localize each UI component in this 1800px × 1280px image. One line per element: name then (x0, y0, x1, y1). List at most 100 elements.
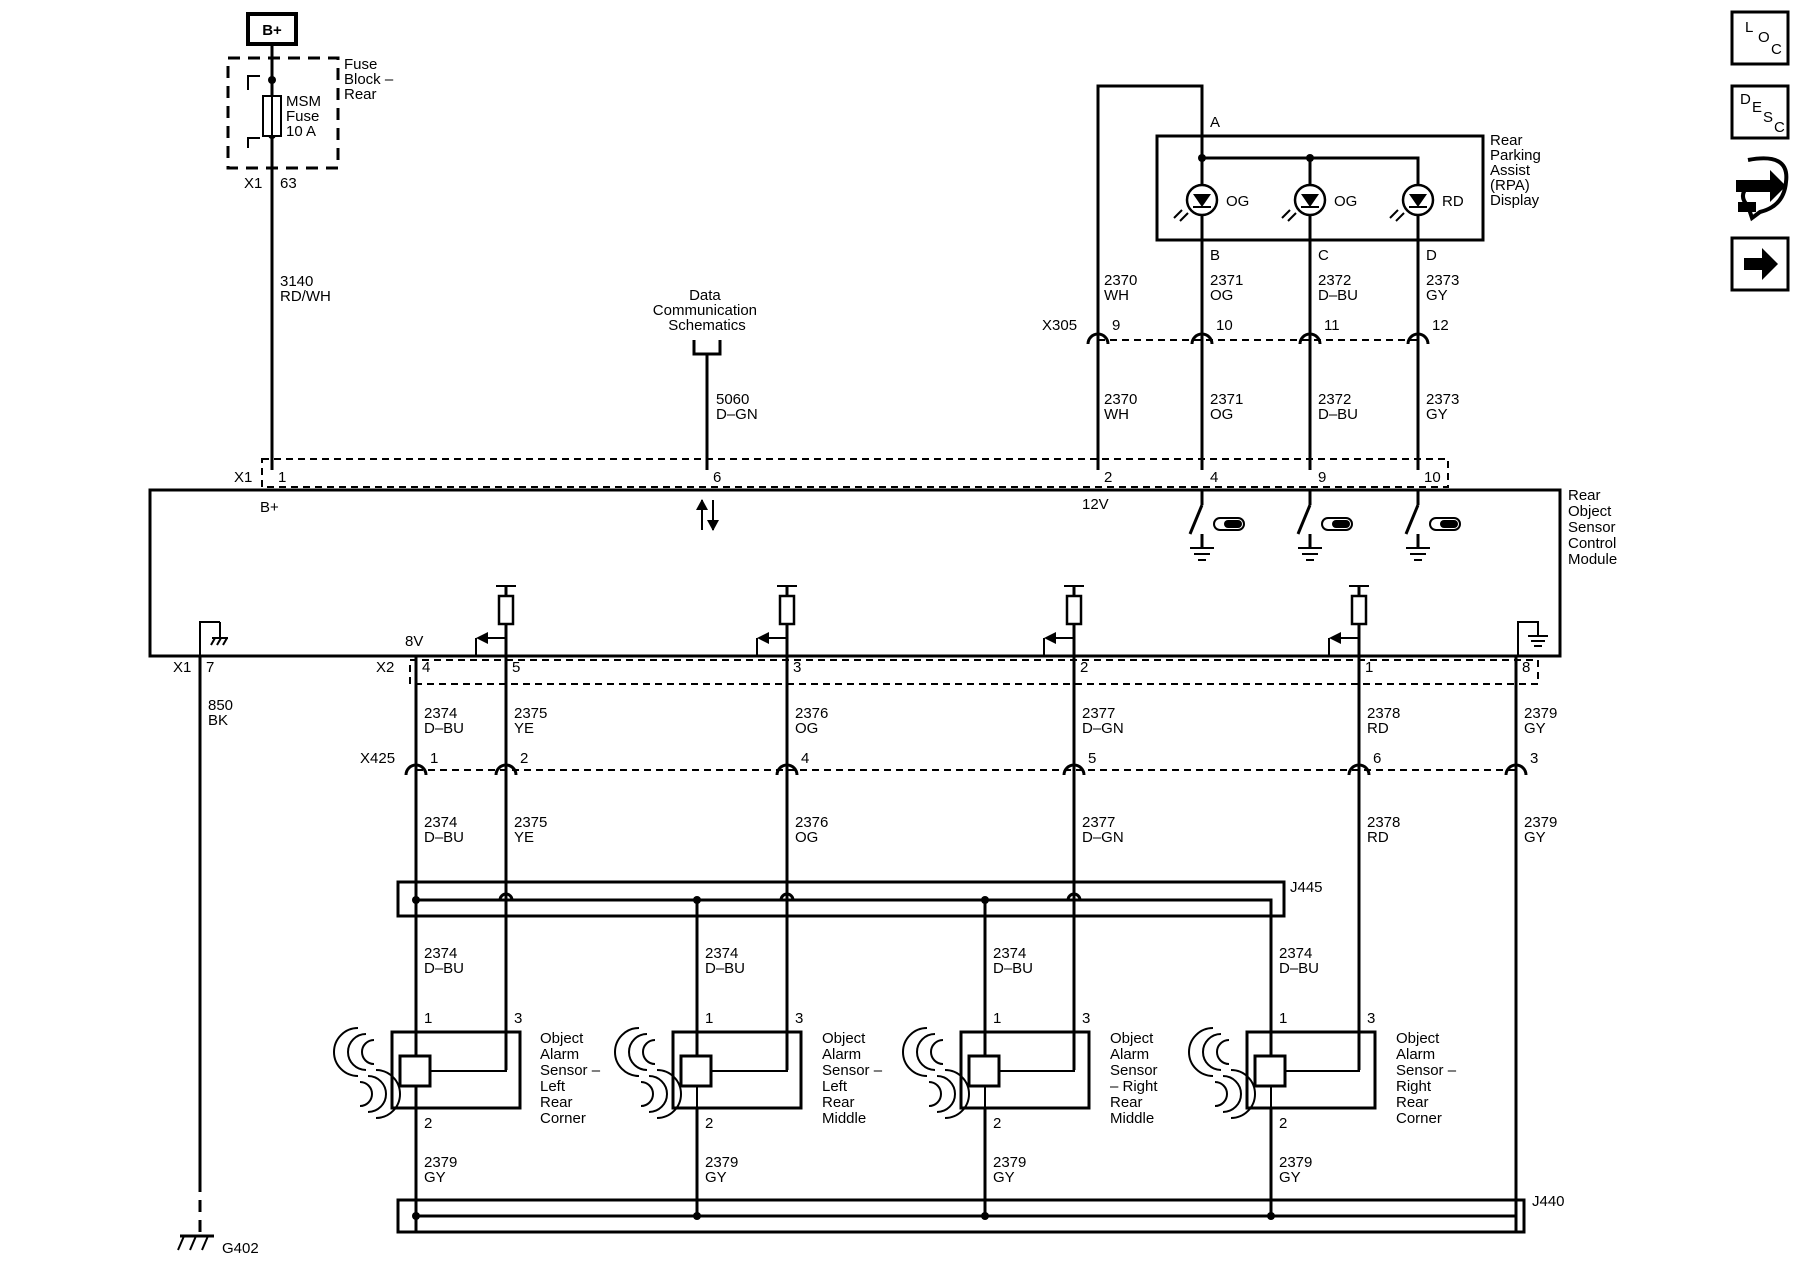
sensor-left-rear-corner: 2374 D–BU 1 3 2 2379 GY Object Alarm (333, 916, 601, 1216)
svg-text:4: 4 (1210, 469, 1218, 486)
svg-text:C: C (1771, 41, 1782, 58)
ultrasonic-wave-icon (333, 1027, 401, 1119)
fuse-block-name: Fuse Block – Rear (344, 56, 397, 103)
svg-text:2379: 2379 (1524, 705, 1557, 722)
svg-text:2: 2 (1104, 469, 1112, 486)
svg-text:1: 1 (430, 750, 438, 767)
svg-text:3: 3 (1530, 750, 1538, 767)
svg-text:X1: X1 (173, 659, 191, 676)
svg-text:GY: GY (1279, 1169, 1301, 1186)
splice-j445: J445 (396, 879, 1323, 1070)
svg-text:2378: 2378 (1367, 814, 1400, 831)
svg-text:1: 1 (1279, 1010, 1287, 1027)
pullup-resistor-icon (756, 585, 797, 656)
svg-text:2372: 2372 (1318, 272, 1351, 289)
svg-text:3: 3 (1082, 1010, 1090, 1027)
data-communication-ref: Data Communication Schematics 5060 D–GN (653, 287, 761, 470)
svg-text:3: 3 (1367, 1010, 1375, 1027)
svg-text:1: 1 (993, 1010, 1001, 1027)
pullup-resistor-icon (1043, 585, 1084, 656)
svg-text:2373: 2373 (1426, 391, 1459, 408)
svg-text:C: C (1318, 247, 1329, 264)
pullup-resistor-icon (475, 585, 516, 656)
svg-text:2379: 2379 (1279, 1154, 1312, 1171)
svg-text:WH: WH (1104, 287, 1129, 304)
svg-text:2376: 2376 (795, 705, 828, 722)
svg-text:2374: 2374 (424, 945, 457, 962)
svg-text:2: 2 (520, 750, 528, 767)
svg-text:11: 11 (1324, 317, 1340, 334)
desc-button[interactable]: D E S C (1730, 84, 1790, 140)
ultrasonic-wave-icon (614, 1027, 682, 1119)
rear-object-sensor-control-module: X1 1 6 2 4 9 10 B+ 12V 8V Rear Object Se… (148, 458, 1617, 685)
svg-text:D–BU: D–BU (1318, 287, 1358, 304)
rpa-display: A OG OG (1096, 84, 1541, 320)
svg-text:12V: 12V (1082, 496, 1109, 513)
svg-text:J440: J440 (1532, 1193, 1565, 1210)
svg-text:D–BU: D–BU (1318, 406, 1358, 423)
svg-text:X305: X305 (1042, 317, 1077, 334)
svg-text:C: C (1774, 119, 1785, 136)
loc-button[interactable]: L O C (1730, 10, 1790, 66)
svg-text:GY: GY (1524, 829, 1546, 846)
led-icon (1173, 183, 1219, 222)
data-comm-label: Data Communication Schematics (653, 287, 761, 334)
svg-text:2370: 2370 (1104, 272, 1137, 289)
led-icon (1281, 183, 1327, 222)
svg-text:2379: 2379 (705, 1154, 738, 1171)
svg-text:OG: OG (1210, 406, 1233, 423)
svg-text:2379: 2379 (993, 1154, 1026, 1171)
module-ground-icon (1517, 621, 1548, 656)
svg-text:OG: OG (795, 720, 818, 737)
fuse-pin: 63 (280, 175, 297, 192)
sensor-harness: 2374 D–BU 2375 YE 2376 OG 2377 D–GN 2378… (360, 656, 1565, 1234)
switch-to-ground-icon (1188, 490, 1245, 561)
svg-text:OG: OG (1226, 193, 1249, 210)
ultrasonic-wave-icon (1188, 1027, 1256, 1119)
svg-text:D–BU: D–BU (1279, 960, 1319, 977)
svg-text:GY: GY (424, 1169, 446, 1186)
svg-text:X2: X2 (376, 659, 394, 676)
svg-text:2379: 2379 (1524, 814, 1557, 831)
svg-text:B+: B+ (260, 499, 279, 516)
svg-text:1: 1 (1365, 659, 1373, 676)
svg-text:850: 850 (208, 697, 233, 714)
svg-text:7: 7 (206, 659, 214, 676)
svg-text:5: 5 (1088, 750, 1096, 767)
svg-text:2371: 2371 (1210, 272, 1243, 289)
svg-text:2374: 2374 (424, 705, 457, 722)
svg-text:3: 3 (793, 659, 801, 676)
fuse-connector-label: X1 (244, 175, 262, 192)
svg-text:RD: RD (1442, 193, 1464, 210)
svg-text:E: E (1752, 99, 1762, 116)
svg-text:D–BU: D–BU (424, 829, 464, 846)
svg-text:O: O (1758, 29, 1770, 46)
svg-text:6: 6 (713, 469, 721, 486)
svg-text:2: 2 (993, 1115, 1001, 1132)
svg-text:10: 10 (1424, 469, 1441, 486)
svg-text:D–GN: D–GN (1082, 829, 1124, 846)
svg-text:2375: 2375 (514, 814, 547, 831)
next-button[interactable] (1730, 236, 1790, 292)
svg-text:2378: 2378 (1367, 705, 1400, 722)
svg-text:D–BU: D–BU (705, 960, 745, 977)
switch-to-ground-icon (1296, 490, 1353, 561)
ground-circuit-850: 850 BK G402 (177, 656, 259, 1257)
fuse-block-rear: MSM Fuse 10 A Fuse Block – Rear X1 63 (226, 56, 397, 470)
sensor-name: Object Alarm Sensor – Right Rear Corner (1396, 1030, 1460, 1127)
led-icon (1389, 183, 1435, 222)
svg-text:YE: YE (514, 720, 534, 737)
svg-text:2374: 2374 (424, 814, 457, 831)
svg-text:3140: 3140 (280, 273, 313, 290)
svg-text:8V: 8V (405, 633, 423, 650)
svg-text:BK: BK (208, 712, 228, 729)
connector-end-view-button[interactable] (1736, 156, 1789, 222)
svg-text:6: 6 (1373, 750, 1381, 767)
ultrasonic-wave-icon (902, 1027, 970, 1119)
bplus-label: B+ (262, 22, 282, 39)
svg-text:8: 8 (1522, 659, 1530, 676)
svg-text:D–BU: D–BU (424, 720, 464, 737)
svg-text:1: 1 (705, 1010, 713, 1027)
svg-text:1: 1 (278, 469, 286, 486)
